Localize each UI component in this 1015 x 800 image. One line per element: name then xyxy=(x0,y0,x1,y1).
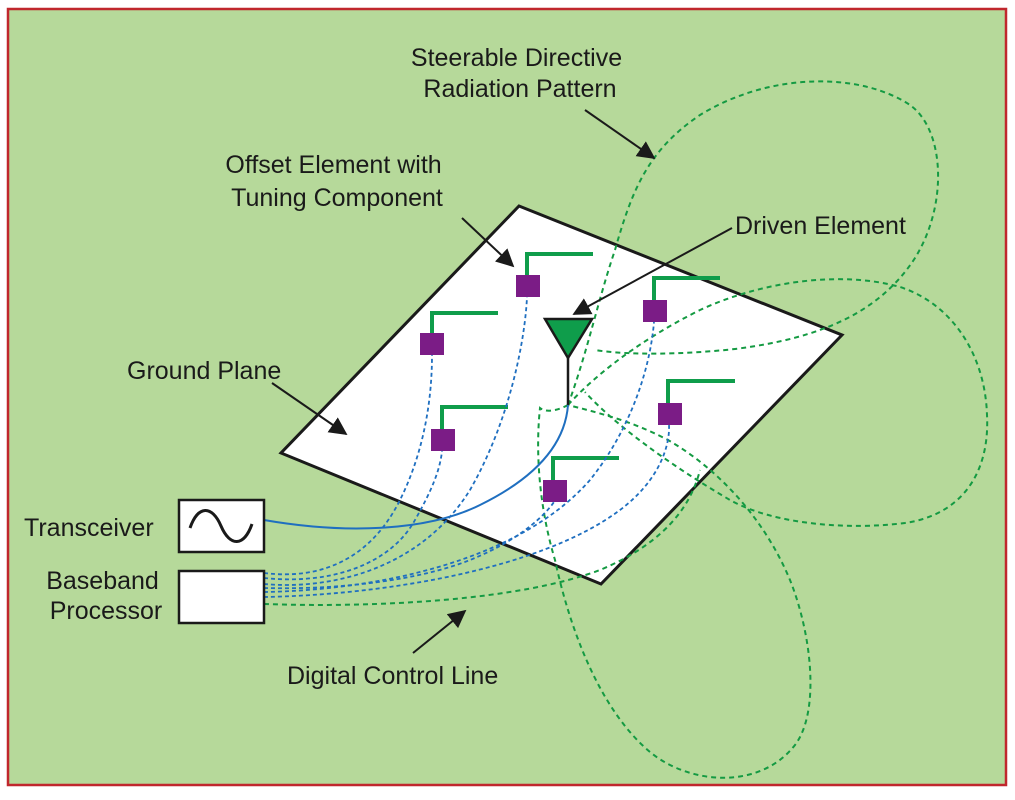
ground-plane xyxy=(278,204,845,586)
offset-element-1 xyxy=(516,252,593,297)
transceiver-feed-line xyxy=(263,404,569,530)
radiation-pattern-label: Steerable Directive Radiation Pattern xyxy=(411,44,629,103)
offset-element-2 xyxy=(420,311,498,355)
driven-element xyxy=(542,317,595,405)
offset-elements xyxy=(420,252,735,502)
ground-plane-arrow xyxy=(271,382,348,436)
digital-control-line-label: Digital Control Line xyxy=(287,662,498,690)
radiation-lobe-upper xyxy=(567,80,939,406)
offset-element-6 xyxy=(543,456,619,502)
baseband-processor-label-line-2: Processor xyxy=(50,597,163,625)
offset-element-label-line-1: Offset Element with xyxy=(225,151,441,179)
radiation-pattern-label-line-1: Steerable Directive xyxy=(411,44,622,72)
tuning-component xyxy=(658,403,682,425)
driven-element-triangle xyxy=(542,317,595,361)
driven-element-arrow xyxy=(572,227,733,315)
offset-element-label-line-2: Tuning Component xyxy=(231,184,443,212)
transceiver-box xyxy=(177,498,266,554)
baseband-processor-label: Baseband Processor xyxy=(46,567,166,625)
radiation-pattern-label-line-2: Radiation Pattern xyxy=(423,75,616,103)
callout-arrows xyxy=(271,109,733,654)
radiation-lobe-lower xyxy=(537,404,812,779)
offset-element-4 xyxy=(431,405,508,451)
offset-element-arrow xyxy=(461,217,515,268)
tuning-component xyxy=(643,300,667,322)
offset-element-3 xyxy=(643,276,720,322)
tuning-component xyxy=(420,333,444,355)
tuning-component xyxy=(543,480,567,502)
radiation-pattern xyxy=(537,80,989,779)
baseband-processor-label-line-1: Baseband xyxy=(46,567,159,595)
tuning-component xyxy=(431,429,455,451)
control-lines xyxy=(263,296,670,598)
tuning-component xyxy=(516,275,540,297)
radiation-pattern-arrow xyxy=(584,109,656,160)
radiation-lobe-right xyxy=(567,278,989,527)
digital-control-line-arrow xyxy=(412,609,467,654)
driven-element-label: Driven Element xyxy=(735,212,906,240)
ground-plane-label: Ground Plane xyxy=(127,357,281,385)
sine-wave-icon xyxy=(188,509,254,543)
offset-element-label: Offset Element with Tuning Component xyxy=(225,151,448,212)
baseband-processor-box xyxy=(177,569,266,625)
digital-control-line xyxy=(263,469,701,606)
offset-element-5 xyxy=(658,379,735,425)
transceiver-label: Transceiver xyxy=(24,514,154,542)
